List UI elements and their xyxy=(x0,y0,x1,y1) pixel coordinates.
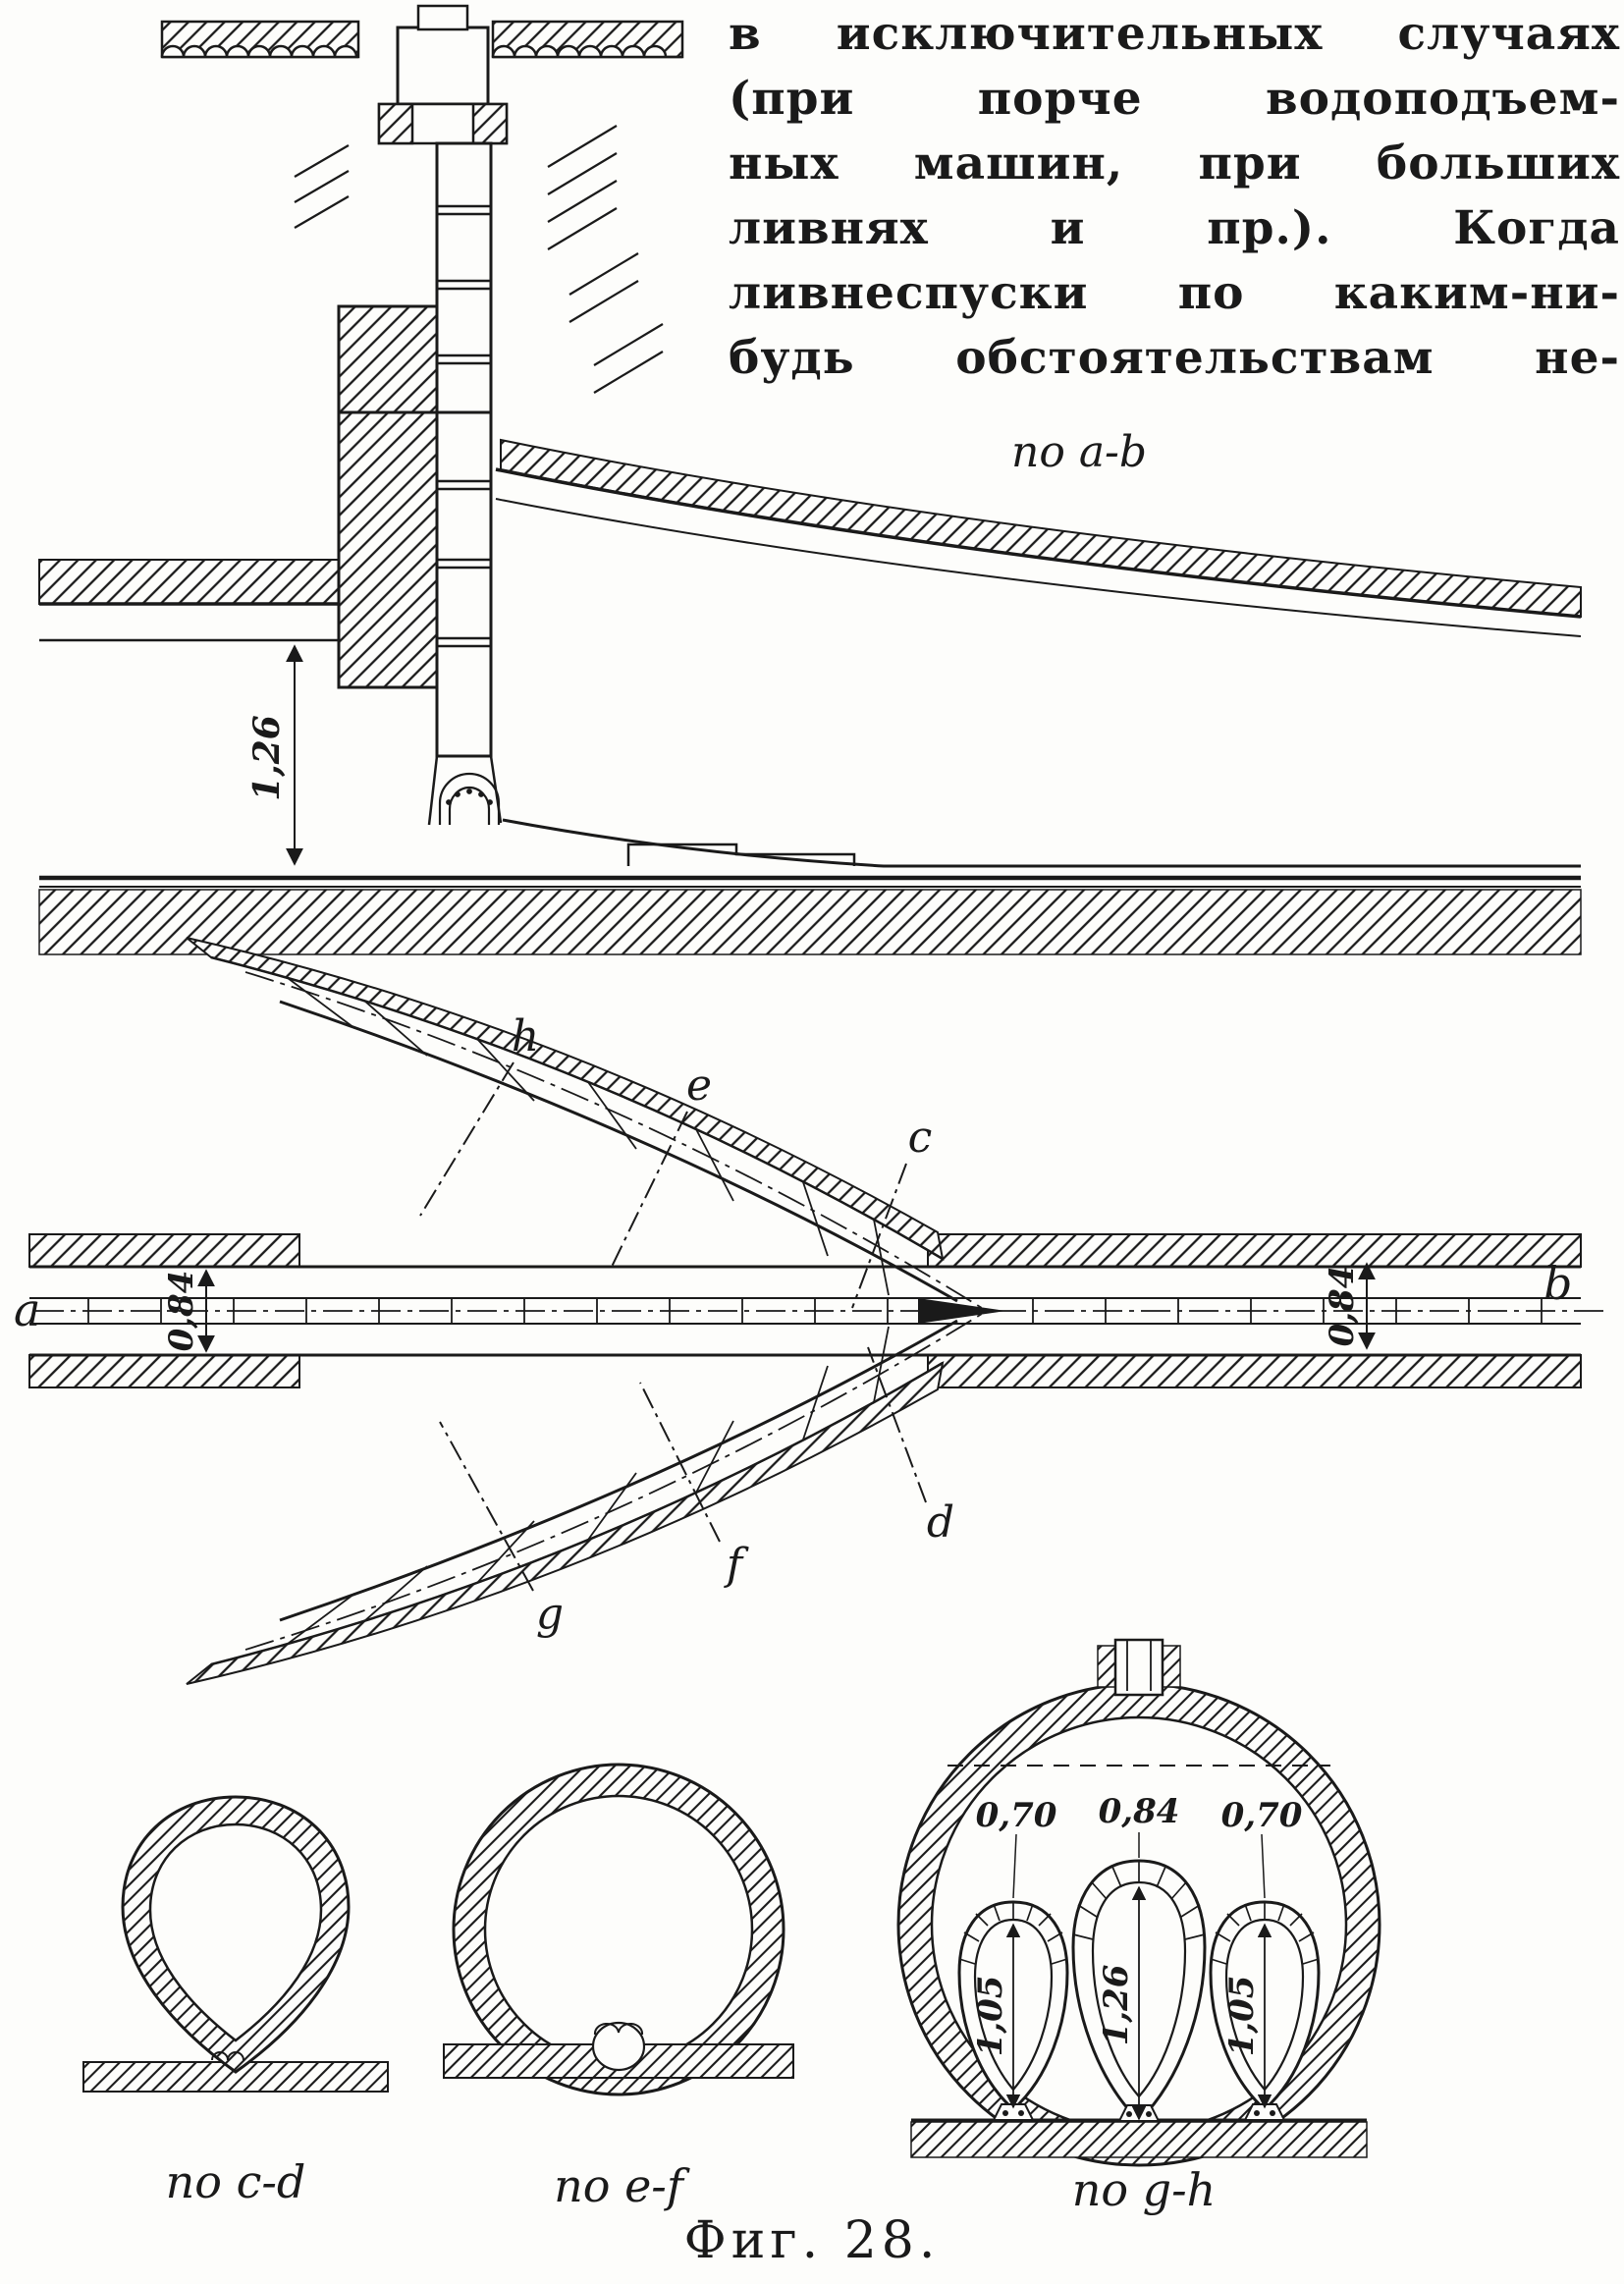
upper-branch-centerline xyxy=(244,971,983,1309)
vault-roof-curve xyxy=(495,467,1582,619)
channel-mouth-arch xyxy=(438,772,501,825)
middle-arch-bricks xyxy=(1072,1861,1206,1940)
floor-steps xyxy=(626,843,856,866)
left-arch-bricks xyxy=(958,1902,1068,1965)
longitudinal-section-drawing: по a-b 1,26 xyxy=(38,410,1582,955)
shaft-detail-drawing xyxy=(160,4,684,463)
lower-branch-wall-hatch xyxy=(186,1361,945,1685)
section-gh xyxy=(896,1638,1381,2167)
gh-dim-top-right: 0,70 xyxy=(1221,1796,1303,1835)
gh-dim-v-left: 1,05 xyxy=(971,1976,1010,2057)
lower-branch-centerline xyxy=(244,1313,983,1651)
text-line: ных машин, при больших xyxy=(729,136,1620,190)
text-line: ливнях и пр.). Когда xyxy=(729,201,1620,255)
channel-floor-curve xyxy=(502,818,1581,868)
gh-dim-top-left: 0,70 xyxy=(976,1796,1057,1835)
section-cd-label: по c-d xyxy=(166,2155,306,2208)
section-ab-lines xyxy=(38,410,1582,955)
plan-lines xyxy=(28,937,1610,1685)
text-line: будь обстоятельствам не- xyxy=(729,331,1620,385)
section-cut-lines xyxy=(419,1061,927,1592)
dim-leader-lines xyxy=(1012,1832,1266,1899)
earth-hatch-ticks xyxy=(294,125,664,394)
plan-label-a: a xyxy=(14,1283,40,1336)
shaft-detail-lines xyxy=(160,4,684,463)
dimension-left-label: 0,84 xyxy=(162,1271,201,1352)
cobblestone-row xyxy=(160,44,358,58)
text-line: в исключительных случаях xyxy=(729,7,1620,61)
section-ef-label: по e-f xyxy=(554,2159,690,2212)
plan-label-h: h xyxy=(512,1011,539,1061)
plan-label-c: c xyxy=(908,1113,933,1163)
gh-dim-v-mid: 1,26 xyxy=(1097,1965,1136,2046)
plan-label-f: f xyxy=(724,1540,749,1590)
figure-caption: Фиг. 28. xyxy=(683,2211,941,2270)
section-ef xyxy=(443,1763,794,2096)
text-line: (при порче водоподъем- xyxy=(729,72,1620,126)
plan-view-drawing: a b h e c d f g 0,84 0,84 xyxy=(14,937,1610,1685)
dimension-depth-label: 1,26 xyxy=(246,715,288,801)
lower-branch-joints xyxy=(287,1326,890,1645)
section-gh-label: по g-h xyxy=(1072,2163,1217,2216)
plan-label-g: g xyxy=(536,1589,564,1639)
vertical-shaft-pipe xyxy=(435,410,493,758)
cross-sections-drawing: 0,70 0,84 0,70 1,05 1,26 1,05 по c-d по … xyxy=(82,1638,1381,2216)
right-arch-bricks xyxy=(1210,1902,1320,1965)
dimension-right-label: 0,84 xyxy=(1323,1266,1362,1347)
bottom-earth-hatch xyxy=(38,889,1582,955)
access-pipe xyxy=(1113,1638,1164,1697)
body-text-paragraph: в исключительных случаях (при порче водо… xyxy=(729,2,1620,391)
plan-label-e: e xyxy=(686,1060,712,1111)
cross-section-lines xyxy=(82,1638,1381,2167)
vault-inner-curve xyxy=(495,498,1582,637)
text-line: ливнеспуски по каким-ни- xyxy=(729,266,1620,320)
plan-label-b: b xyxy=(1543,1257,1572,1310)
gh-dim-v-right: 1,05 xyxy=(1222,1976,1262,2057)
section-cd xyxy=(82,1795,389,2093)
section-ab-title: по a-b xyxy=(1011,427,1147,477)
plan-label-d: d xyxy=(927,1497,954,1548)
valve-box xyxy=(396,26,490,106)
upper-branch-joints xyxy=(287,977,890,1296)
junction-splitter xyxy=(918,1298,1006,1324)
gh-dim-top-mid: 0,84 xyxy=(1099,1792,1180,1831)
masonry-column xyxy=(337,410,439,689)
